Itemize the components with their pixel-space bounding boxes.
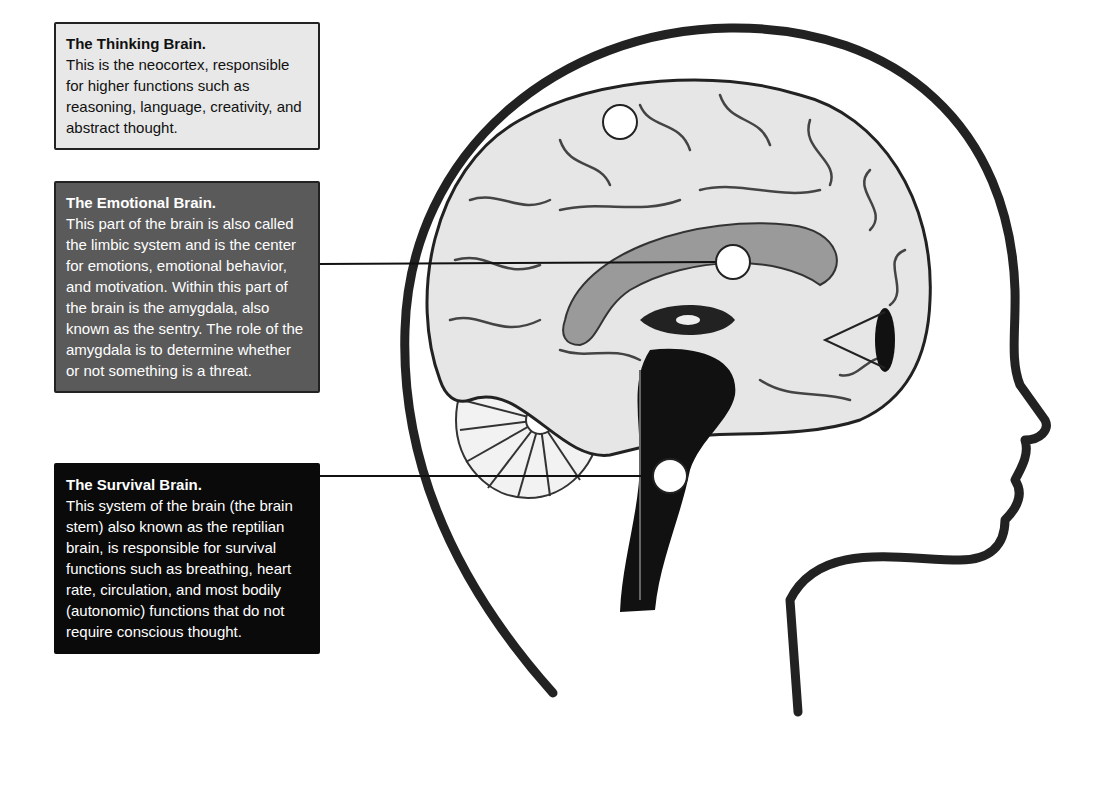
limbic-band	[563, 223, 837, 345]
eye	[875, 308, 895, 372]
box-heading: The Thinking Brain.	[66, 33, 308, 54]
box-heading: The Emotional Brain.	[66, 192, 308, 213]
box-body: This is the neocortex, responsible for h…	[66, 54, 308, 138]
optic-lines	[825, 312, 885, 368]
thalamus	[640, 305, 735, 335]
leader-line	[320, 475, 653, 477]
marker-dot	[716, 245, 750, 279]
thinking-brain-box: The Thinking Brain.This is the neocortex…	[54, 22, 320, 150]
marker-dot	[603, 105, 637, 139]
survival-brain-box: The Survival Brain.This system of the br…	[54, 463, 320, 654]
head-outline	[405, 28, 1047, 712]
leader-line	[320, 262, 716, 264]
brainstem-line	[639, 370, 641, 600]
box-heading: The Survival Brain.	[66, 474, 308, 495]
brainstem	[620, 349, 735, 612]
emotional-brain-box: The Emotional Brain.This part of the bra…	[54, 181, 320, 393]
box-body: This system of the brain (the brain stem…	[66, 495, 308, 642]
marker-dot	[653, 459, 687, 493]
ventricle	[676, 315, 700, 325]
box-body: This part of the brain is also called th…	[66, 213, 308, 381]
